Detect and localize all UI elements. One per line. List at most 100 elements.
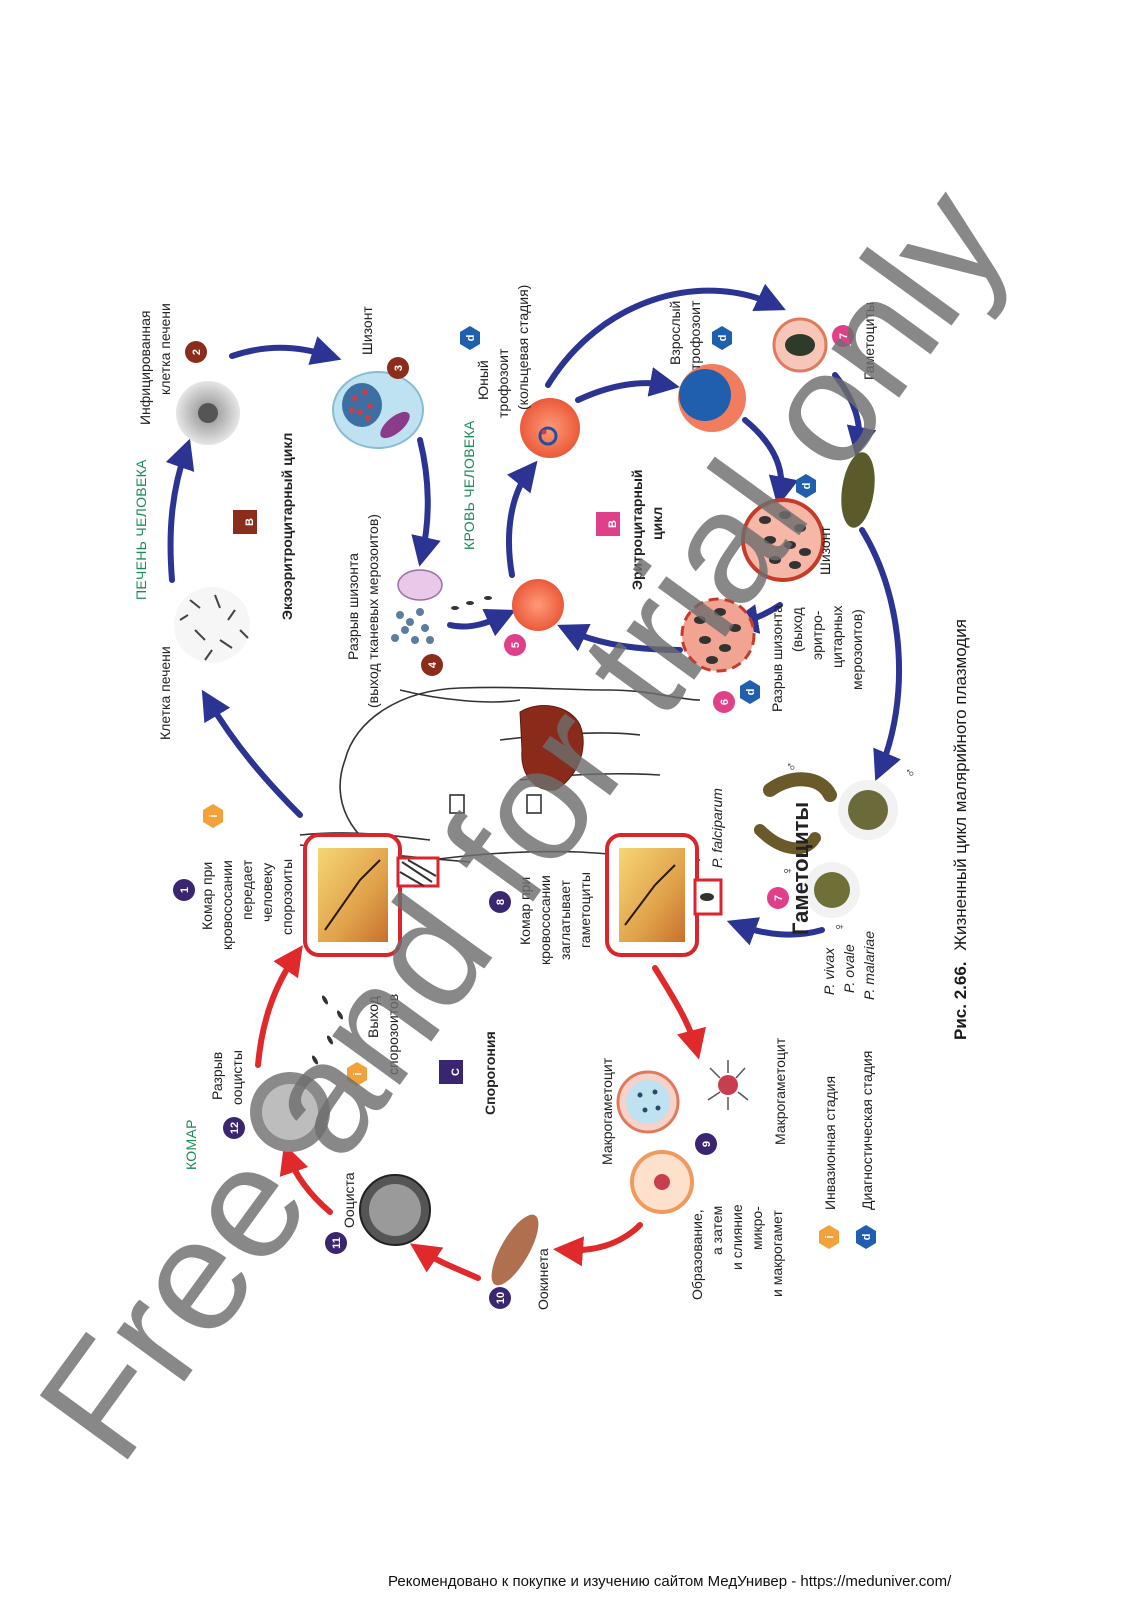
arrow-infected-to-schizont bbox=[229, 336, 342, 365]
stage-5: 5 bbox=[504, 634, 526, 656]
label-sporozoite-exit: i Выход спорозоитов bbox=[347, 994, 401, 1086]
region-blood: КРОВЬ ЧЕЛОВЕКА bbox=[461, 420, 477, 550]
svg-text:12: 12 bbox=[229, 1122, 241, 1134]
svg-text:кровососании: кровососании bbox=[219, 860, 235, 950]
label-gametocytes-big: Гаметоциты bbox=[788, 802, 813, 935]
invasive-badge-1: i bbox=[203, 804, 223, 828]
svg-text:а затем: а затем bbox=[709, 1206, 725, 1255]
svg-text:Ооциста: Ооциста bbox=[341, 1172, 357, 1228]
svg-text:Гаметоциты: Гаметоциты bbox=[861, 302, 877, 380]
label-liver-cell: Клетка печени bbox=[157, 646, 173, 740]
species-labels: P. falciparum P. vivax P. ovale P. malar… bbox=[709, 788, 877, 1000]
red-arrows bbox=[255, 945, 706, 1281]
macrogametocyte-cell bbox=[616, 1070, 680, 1134]
svg-text:♀: ♀ bbox=[831, 922, 847, 933]
caption-text: Жизненный цикл малярийного плазмодия bbox=[951, 619, 970, 951]
stage-8: 8 Комар при кровососании заглатывает гам… bbox=[489, 872, 593, 965]
label-mature-trophozoite: Взрослый трофозоит d bbox=[667, 300, 732, 370]
svg-text:d: d bbox=[745, 689, 757, 696]
arrow-schizont-to-rupture bbox=[411, 437, 441, 567]
blood-schizont-rupture bbox=[680, 597, 756, 673]
svg-text:кровососании: кровососании bbox=[537, 875, 553, 965]
svg-text:цитарных: цитарных bbox=[829, 606, 845, 668]
legend-invasive-icon bbox=[819, 1225, 839, 1249]
svg-text:B: B bbox=[607, 520, 619, 528]
svg-text:Взрослый: Взрослый bbox=[667, 301, 683, 365]
svg-text:1: 1 bbox=[179, 887, 191, 893]
arrow-mosquito-to-liver bbox=[201, 689, 303, 818]
svg-text:Макрогаметоцит: Макрогаметоцит bbox=[599, 1057, 615, 1165]
stage-11: 11 Ооциста bbox=[325, 1172, 357, 1254]
cycle-ery-label-2: цикл bbox=[649, 507, 665, 540]
cycle-exo-label: Экзоэритроцитарный цикл bbox=[279, 433, 295, 620]
svg-text:B: B bbox=[244, 518, 256, 526]
svg-text:Шизонт: Шизонт bbox=[817, 526, 833, 575]
svg-text:P. falciparum: P. falciparum bbox=[709, 788, 725, 868]
cycle-ery: B Эритроцитарный цикл bbox=[596, 469, 665, 590]
arrow-ookinete-to-oocyst bbox=[410, 1243, 481, 1281]
legend-invasive-label: Инвазионная стадия bbox=[822, 1076, 838, 1210]
mature-trophozoite bbox=[678, 364, 746, 432]
svg-text:6: 6 bbox=[719, 699, 731, 705]
svg-text:Разрыв шизонта: Разрыв шизонта bbox=[769, 605, 785, 712]
liver-organ bbox=[519, 705, 584, 791]
legend-diagnostic-icon bbox=[856, 1225, 876, 1249]
blood-schizont bbox=[741, 498, 825, 582]
oocyst-rupture bbox=[250, 995, 344, 1152]
arrow-gametocyte-to-crescent bbox=[832, 372, 877, 457]
svg-text:(выход: (выход bbox=[789, 607, 805, 652]
svg-text:i: i bbox=[352, 1072, 364, 1075]
svg-text:Рис. 2.66. Жизненный цик: Рис. 2.66. Жизненный цикл малярийного пл… bbox=[951, 619, 970, 1040]
arrow-gametocytes-to-mosquito bbox=[726, 917, 825, 946]
liver-schizont-rupture bbox=[391, 569, 492, 644]
arrow-rupture-to-rbc2 bbox=[557, 624, 683, 653]
arrow-mature-to-schizont bbox=[742, 417, 799, 507]
svg-text:Выход: Выход bbox=[365, 996, 381, 1038]
svg-text:и макрогамет: и макрогамет bbox=[769, 1210, 785, 1297]
svg-text:гаметоциты: гаметоциты bbox=[577, 872, 593, 948]
svg-text:Инфицированная: Инфицированная bbox=[137, 311, 153, 425]
legend: i Инвазионная стадия d Диагностическая с… bbox=[819, 1051, 876, 1249]
cycle-ery-label-1: Эритроцитарный bbox=[629, 469, 645, 590]
figure-caption: Рис. 2.66. Жизненный цикл малярийного пл… bbox=[951, 619, 970, 1040]
svg-text:8: 8 bbox=[495, 899, 507, 905]
mosquito-panel-1 bbox=[303, 833, 440, 957]
svg-text:эритро-: эритро- bbox=[809, 610, 825, 660]
svg-text:P. vivax: P. vivax bbox=[821, 947, 837, 995]
mosquito-panel-2 bbox=[605, 833, 723, 957]
svg-text:d: d bbox=[861, 1234, 873, 1241]
svg-text:♂: ♂ bbox=[902, 768, 918, 779]
arrow-rbc-to-ring bbox=[506, 460, 538, 578]
gametocyte-infected-rbc bbox=[772, 317, 828, 373]
arrow-oocyst-to-rupture bbox=[279, 1143, 333, 1215]
svg-text:10: 10 bbox=[495, 1292, 507, 1304]
svg-text:спорозоитов: спорозоитов bbox=[385, 994, 401, 1075]
svg-text:заглатывает: заглатывает bbox=[557, 879, 573, 960]
svg-text:Комар при: Комар при bbox=[199, 862, 215, 930]
arrow-fusion-to-ookinete bbox=[553, 1222, 643, 1267]
svg-text:7: 7 bbox=[773, 895, 785, 901]
svg-text:4: 4 bbox=[427, 661, 439, 668]
stage-3: Шизонт 3 bbox=[359, 306, 409, 379]
svg-text:Образование,: Образование, bbox=[689, 1209, 705, 1300]
ring-trophozoite bbox=[520, 398, 580, 458]
svg-text:микро-: микро- bbox=[749, 1206, 765, 1250]
stage-1: 1 Комар при кровососании передает челове… bbox=[173, 859, 295, 950]
ookinete bbox=[491, 1214, 539, 1286]
liver-schizont bbox=[332, 371, 424, 449]
infected-liver-cell bbox=[176, 381, 240, 445]
arrow-mosquito2-to-gametes bbox=[652, 965, 706, 1060]
svg-text:Оокинета: Оокинета bbox=[535, 1248, 551, 1310]
erythrocyte-uninfected bbox=[512, 579, 564, 631]
stage-12: 12 Разрыв ооцисты bbox=[209, 1050, 245, 1139]
svg-text:2: 2 bbox=[191, 349, 203, 355]
arrow-rupture-to-rbc bbox=[447, 609, 516, 637]
stage-10: 10 Оокинета bbox=[489, 1248, 551, 1310]
svg-text:передает: передает bbox=[239, 859, 255, 920]
crescent-gametocyte bbox=[841, 452, 875, 528]
cycle-exo: B Экзоэритроцитарный цикл bbox=[233, 433, 295, 620]
arrow-ring-to-gametocyte bbox=[545, 283, 786, 388]
label-fusion: Образование, а затем и слияние микро- и … bbox=[689, 1204, 785, 1300]
svg-text:Шизонт: Шизонт bbox=[359, 306, 375, 355]
